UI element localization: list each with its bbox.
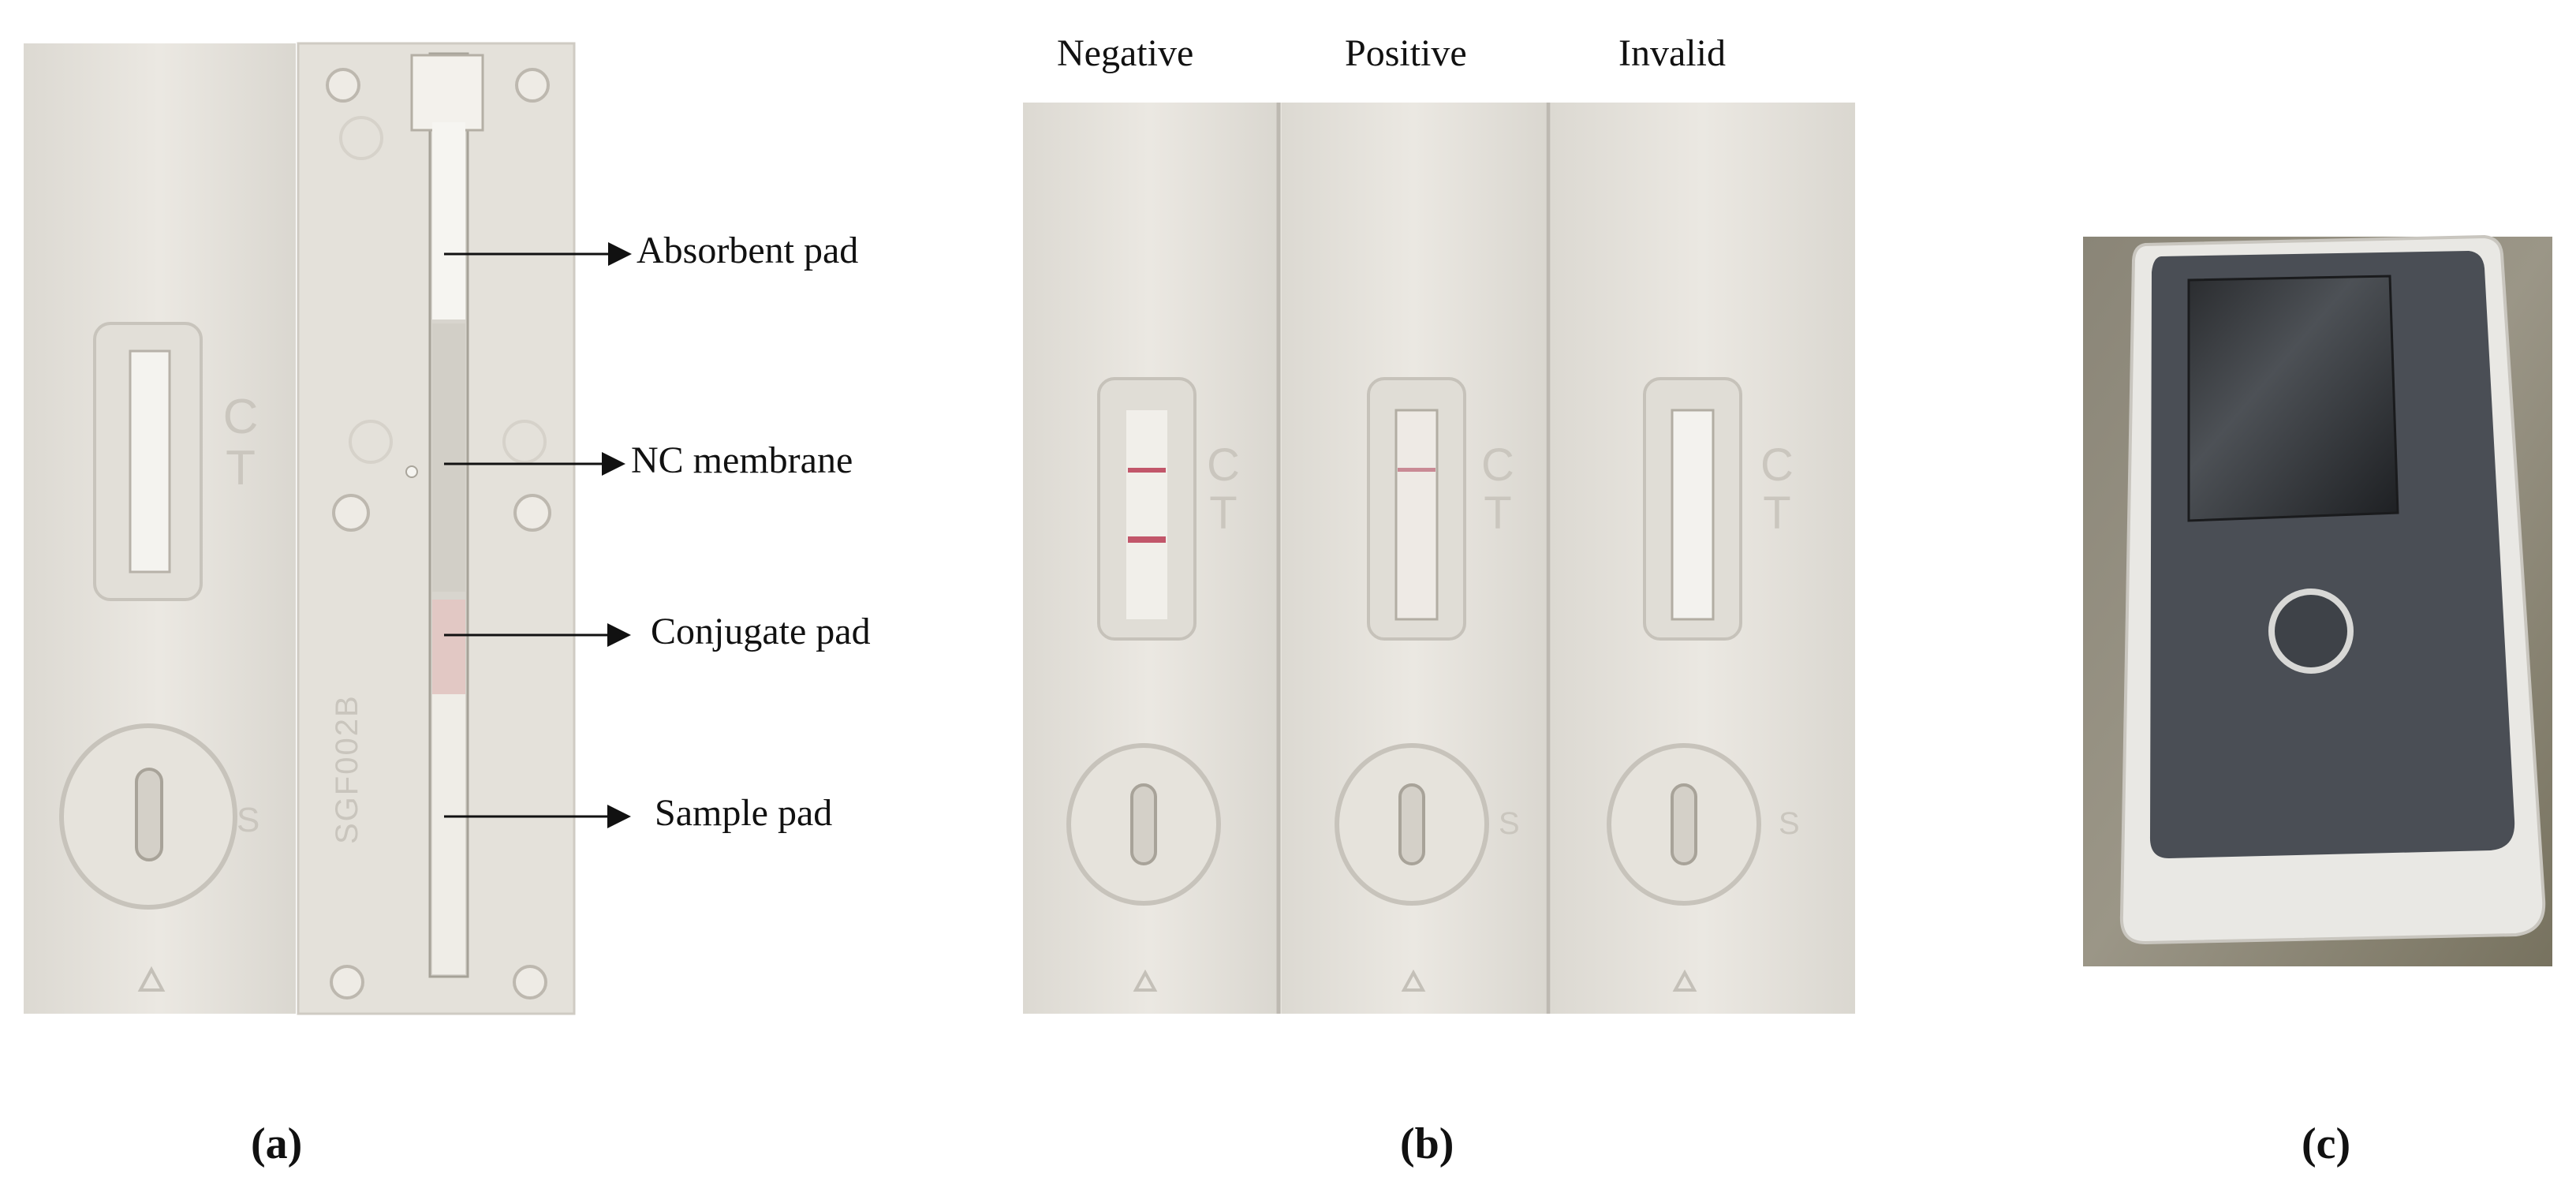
- control-line-band: [1128, 468, 1166, 473]
- cassette-posts: [326, 68, 551, 1000]
- c-letter: C: [1481, 439, 1514, 491]
- sample-pad-label: Sample pad: [655, 792, 833, 834]
- arrow-mark-icon: [137, 966, 166, 992]
- panel-a-photo: [24, 42, 576, 1015]
- s-letter: S: [1779, 806, 1800, 841]
- annotation-arrows: [444, 242, 632, 828]
- conjugate-pad-label: Conjugate pad: [651, 611, 871, 652]
- strip-clip: [410, 54, 484, 132]
- control-line-band: [1398, 468, 1435, 472]
- device-screen: [2187, 275, 2399, 522]
- ct-markings-negative: C T: [1207, 439, 1240, 539]
- t-letter: T: [1763, 487, 1791, 539]
- s-letter: S: [1499, 806, 1520, 841]
- arrow-mark-icon: [1133, 969, 1697, 992]
- negative-label: Negative: [1057, 32, 1194, 74]
- nc-membrane-label: NC membrane: [631, 439, 853, 481]
- caption-c: (c): [2302, 1119, 2351, 1168]
- c-letter: C: [1760, 439, 1794, 491]
- nc-membrane: [432, 323, 465, 592]
- t-letter: T: [1484, 487, 1512, 539]
- power-button-icon: [2268, 589, 2354, 674]
- sample-pad: [432, 694, 465, 974]
- ct-markings-invalid: C T: [1760, 439, 1794, 539]
- panel-b-photo: [1023, 103, 1855, 1014]
- strip-code: SGF002B: [330, 694, 364, 844]
- caption-a: (a): [251, 1119, 303, 1168]
- absorbent-pad: [432, 122, 465, 319]
- reading-window: [129, 349, 171, 574]
- ct-markings-positive: C T: [1481, 439, 1514, 539]
- ct-markings: C T: [217, 391, 264, 494]
- c-letter: C: [222, 390, 259, 444]
- window-negative: [1097, 377, 1197, 641]
- test-line-band: [1128, 536, 1166, 543]
- t-letter: T: [1209, 487, 1238, 539]
- positive-label: Positive: [1345, 32, 1467, 74]
- s-letter: S: [237, 801, 260, 839]
- caption-b: (b): [1400, 1119, 1454, 1168]
- t-letter: T: [226, 441, 256, 496]
- panel-c-photo: [2083, 234, 2552, 966]
- conjugate-pad: [432, 600, 465, 694]
- c-letter: C: [1207, 439, 1240, 491]
- window-invalid: [1643, 377, 1742, 641]
- sample-well: [135, 768, 163, 861]
- invalid-label: Invalid: [1618, 32, 1726, 74]
- window-positive: [1367, 377, 1466, 641]
- absorbent-pad-label: Absorbent pad: [637, 230, 859, 271]
